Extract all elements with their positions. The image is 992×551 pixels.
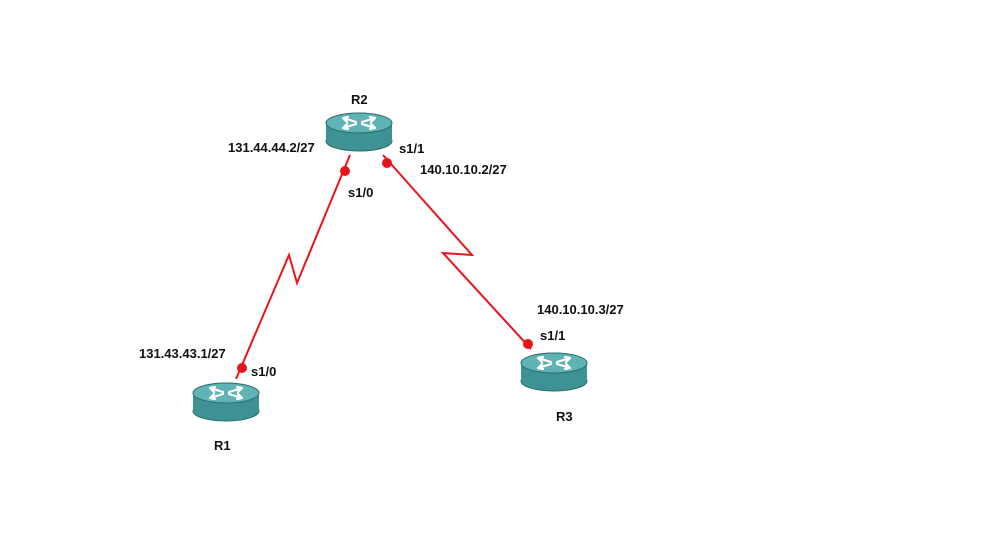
serial-link-r2-r3[interactable] <box>382 154 532 350</box>
port-dot-r2-s1-1 <box>382 158 392 168</box>
port-label-r2-s1-0: s1/0 <box>348 185 373 200</box>
router-r3[interactable] <box>519 351 589 393</box>
router-label-r1: R1 <box>214 438 231 453</box>
ip-label-r3-s1-1: 140.10.10.3/27 <box>537 302 624 317</box>
router-label-r3: R3 <box>556 409 573 424</box>
router-r2[interactable] <box>324 111 394 153</box>
port-label-r1-s1-0: s1/0 <box>251 364 276 379</box>
ip-label-r1-s1-0: 131.43.43.1/27 <box>139 346 226 361</box>
port-dot-r2-s1-0 <box>340 166 350 176</box>
router-icon <box>519 351 589 393</box>
router-icon <box>324 111 394 153</box>
port-label-r3-s1-1: s1/1 <box>540 328 565 343</box>
router-icon <box>191 381 261 423</box>
serial-link-r1-r2[interactable] <box>235 154 351 380</box>
port-dot-r3-s1-1 <box>523 339 533 349</box>
port-dot-r1-s1-0 <box>237 363 247 373</box>
ip-label-r2-s1-1: 140.10.10.2/27 <box>420 162 507 177</box>
ip-label-r2-s1-0: 131.44.44.2/27 <box>228 140 315 155</box>
router-label-r2: R2 <box>351 92 368 107</box>
router-r1[interactable] <box>191 381 261 423</box>
port-label-r2-s1-1: s1/1 <box>399 141 424 156</box>
